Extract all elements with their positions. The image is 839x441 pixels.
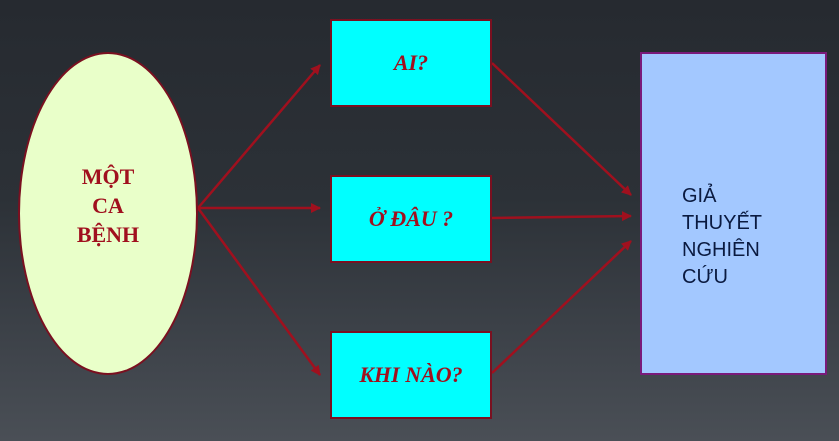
question-label: KHI NÀO? xyxy=(359,362,463,387)
arrow-ai-to-result xyxy=(491,62,632,196)
question-box-ai: AI? xyxy=(330,19,492,107)
source-line: CA xyxy=(92,193,124,218)
source-line: MỘT xyxy=(81,164,135,189)
result-line: THUYẾT xyxy=(682,212,762,234)
result-label: GIẢ THUYẾT NGHIÊN CỨU xyxy=(682,183,762,291)
question-label: Ở ĐÂU ? xyxy=(368,206,454,231)
question-box-khinao: KHI NÀO? xyxy=(330,331,492,419)
source-line: BỆNH xyxy=(76,222,140,247)
result-line: GIẢ xyxy=(682,185,717,207)
result-box: GIẢ THUYẾT NGHIÊN CỨU xyxy=(640,52,827,375)
arrow-source-to-khinao xyxy=(196,207,322,376)
arrow-odau-to-result xyxy=(491,211,632,222)
arrow-khinao-to-result xyxy=(491,240,632,374)
source-ellipse: MỘT CA BỆNH xyxy=(18,52,198,375)
result-line: NGHIÊN xyxy=(682,239,760,261)
question-box-odau: Ở ĐÂU ? xyxy=(330,175,492,263)
source-label: MỘT CA BỆNH xyxy=(77,162,139,249)
result-line: CỨU xyxy=(682,266,728,288)
question-label: AI? xyxy=(393,50,429,75)
arrow-source-to-ai xyxy=(197,64,321,209)
